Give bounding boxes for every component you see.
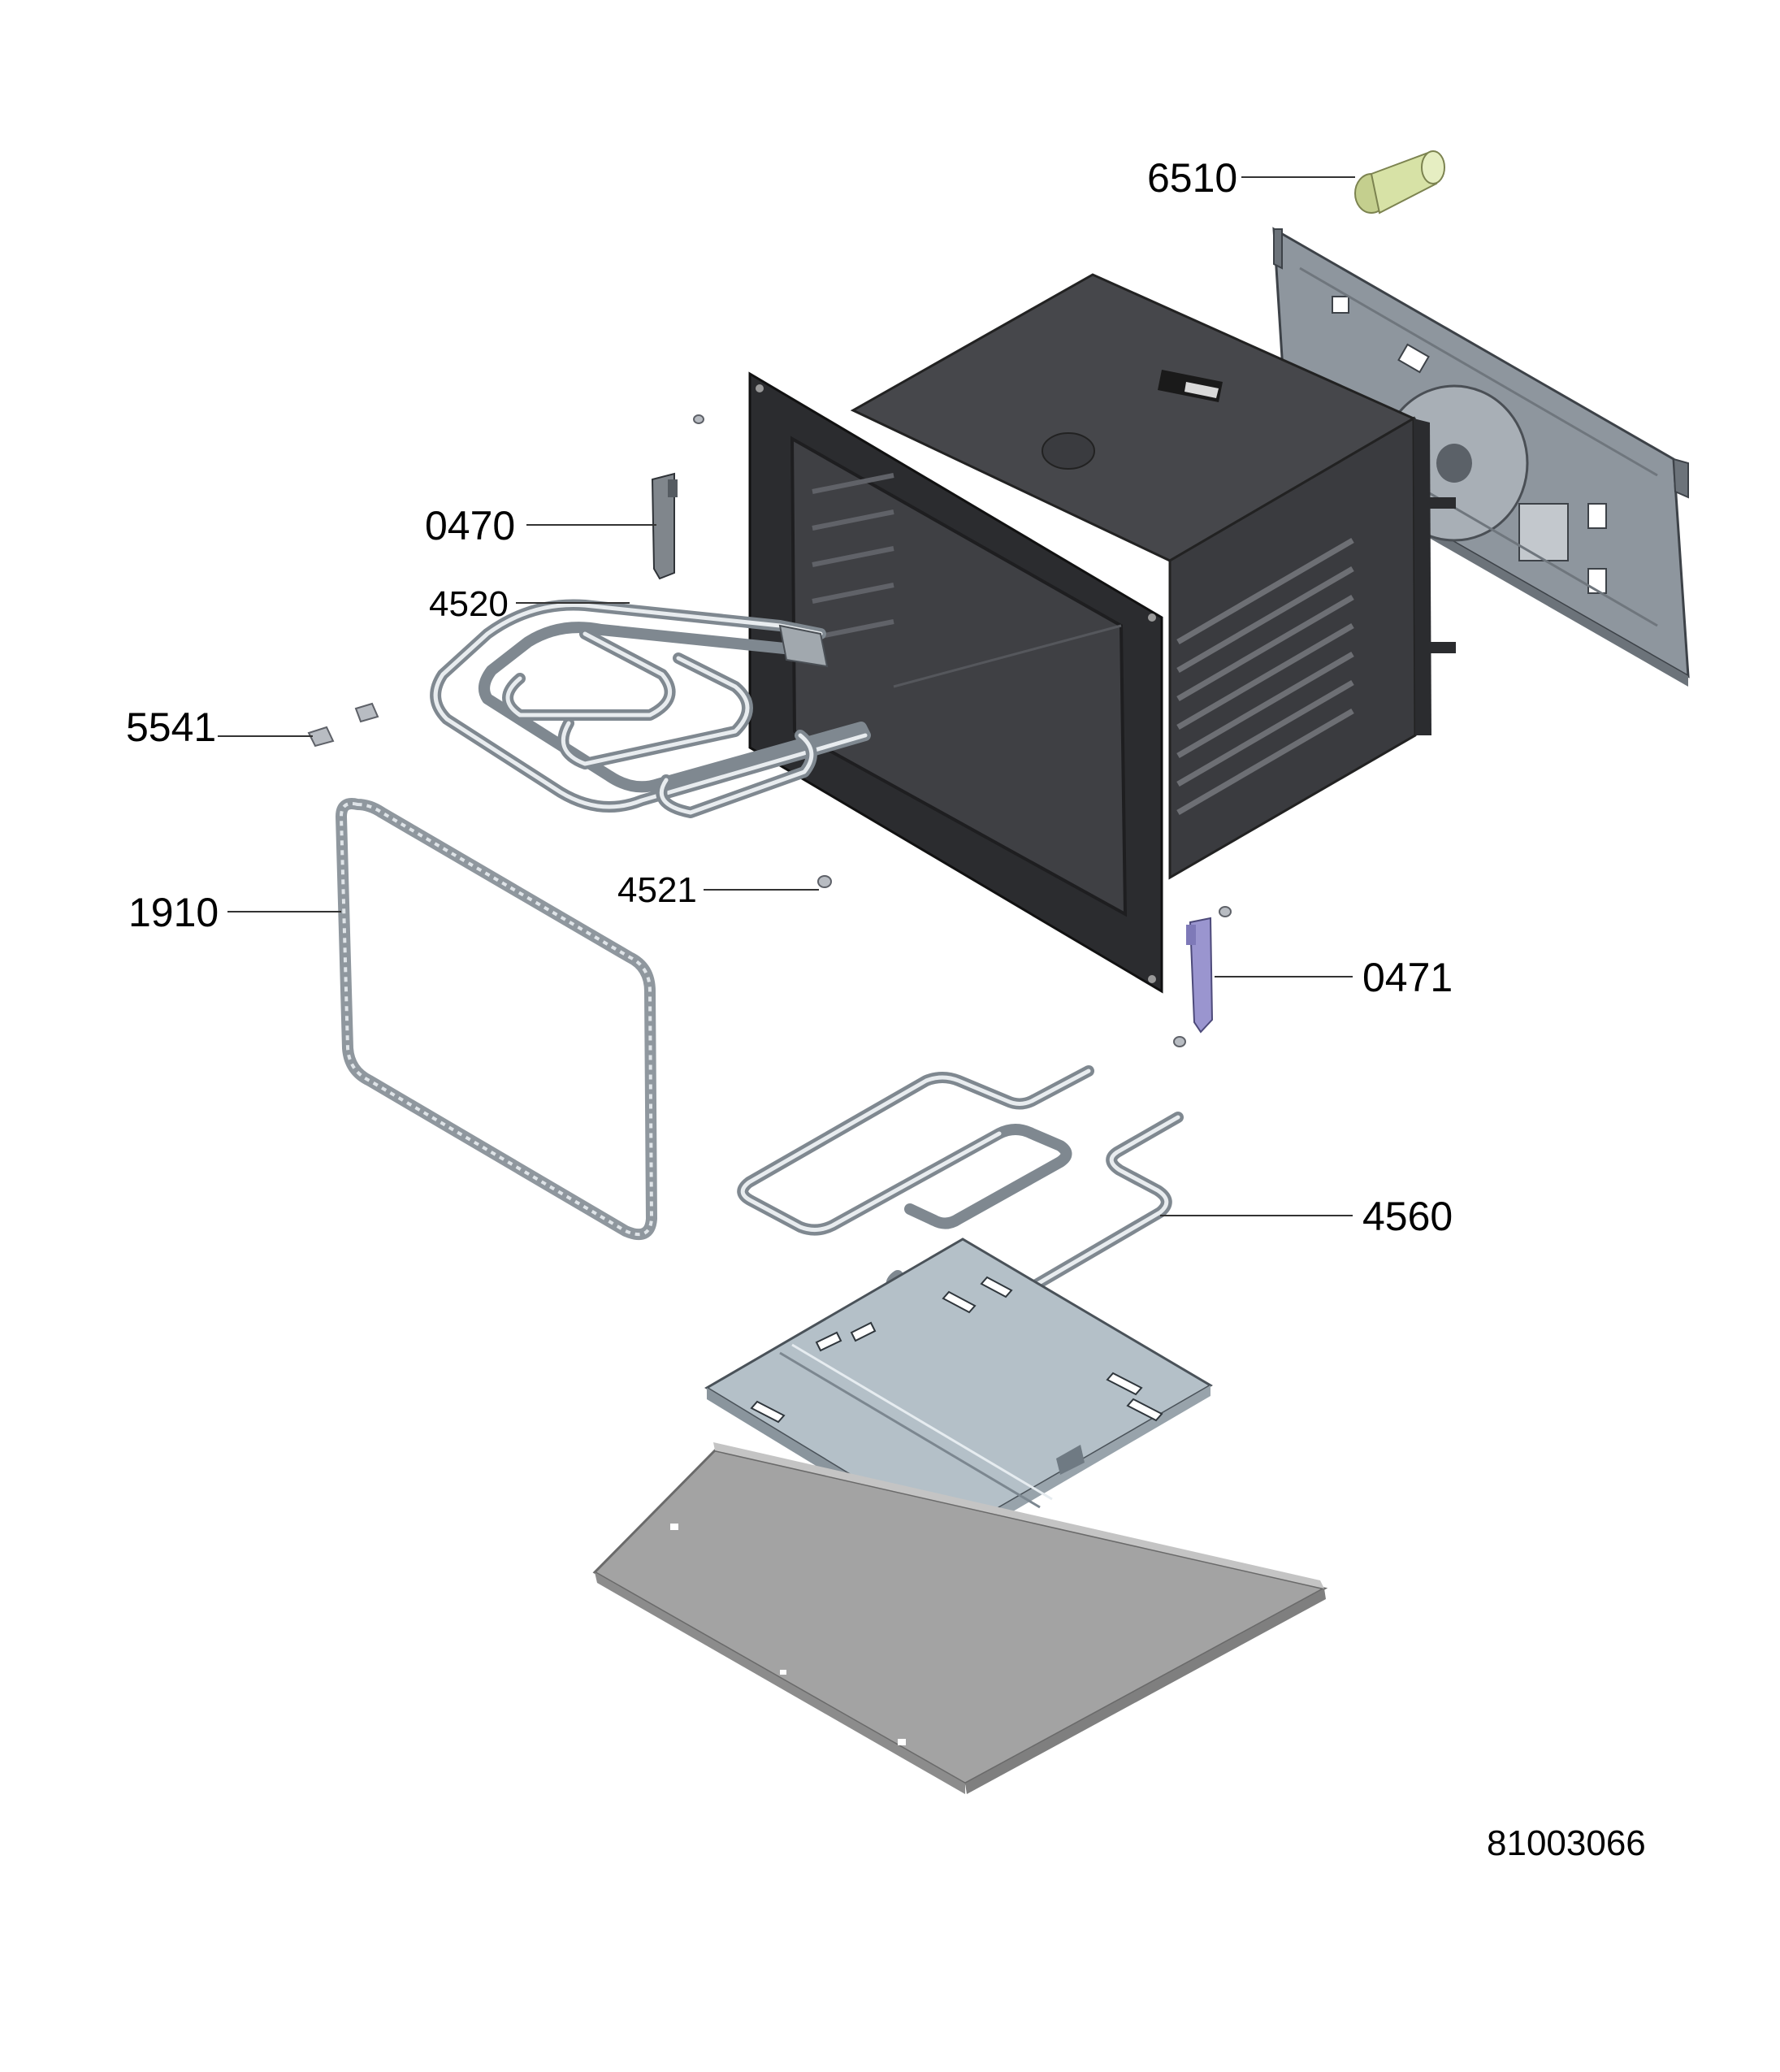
callout-0470: 0470 bbox=[425, 503, 515, 548]
clips-5541 bbox=[307, 702, 379, 748]
callout-labels: 6510 0470 4520 5541 1910 4521 0471 4560 bbox=[126, 155, 1453, 1239]
door-gasket-1910 bbox=[336, 798, 657, 1240]
top-heating-element-4520 bbox=[430, 599, 871, 818]
bracket-0471 bbox=[1186, 917, 1214, 1034]
lamp-6510 bbox=[1354, 150, 1445, 215]
callout-4521: 4521 bbox=[617, 870, 697, 910]
callout-1910: 1910 bbox=[128, 890, 219, 935]
bracket-0470 bbox=[651, 414, 704, 580]
document-number: 81003066 bbox=[1487, 1823, 1646, 1863]
callout-5541: 5541 bbox=[126, 704, 216, 750]
leader-lines bbox=[218, 176, 1355, 1216]
callout-4560: 4560 bbox=[1362, 1194, 1453, 1239]
oven-cavity bbox=[748, 273, 1456, 994]
base-tray bbox=[592, 1442, 1328, 1794]
screws bbox=[817, 875, 1232, 1047]
callout-6510: 6510 bbox=[1147, 155, 1237, 201]
callout-4520: 4520 bbox=[429, 584, 509, 624]
callout-0471: 0471 bbox=[1362, 955, 1453, 1000]
